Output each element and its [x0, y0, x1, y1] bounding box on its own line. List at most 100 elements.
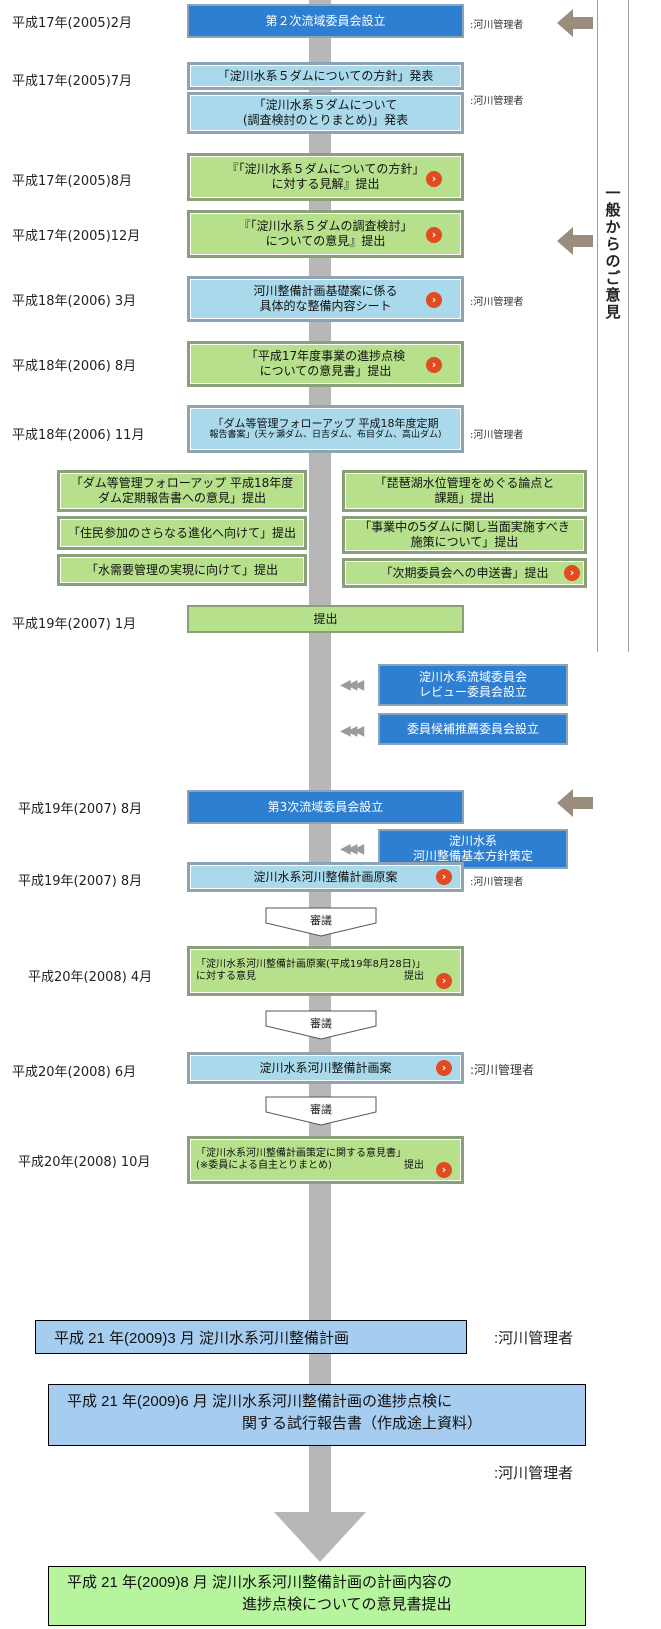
data-sheet-box[interactable]: 河川整備計画基礎案に係る 具体的な整備内容シート [187, 276, 464, 322]
submission-box[interactable]: 「琵琶湖水位管理をめぐる論点と 課題」提出 [342, 470, 587, 512]
plan-established-text: 平成 21 年(2009)3 月 淀川水系河川整備計画 [54, 1330, 350, 1347]
deliberation-arrow [265, 1010, 377, 1040]
opinion-box[interactable]: 『「淀川水系５ダムについての方針」 に対する見解』提出 [187, 153, 464, 201]
opinion-text: 「淀川水系河川整備計画策定に関する意見書」 [196, 1147, 406, 1159]
date-label: 平成17年(2005)12月 [12, 229, 141, 244]
left-arrow-icon [557, 9, 593, 37]
submission-box[interactable]: 「住民参加のさらなる進化へ向けて」提出 [57, 516, 307, 550]
date-label: 平成20年(2008) 10月 [18, 1155, 151, 1170]
manager-note: :河川管理者 [470, 297, 524, 308]
date-label: 平成19年(2007) 8月 [18, 874, 143, 889]
committee-event-text: 淀川水系流域委員会 [418, 670, 527, 684]
arrow-right-circle-icon[interactable]: › [436, 869, 452, 885]
deliberation-label: 審議 [310, 914, 332, 927]
public-opinion-label: 一般からのご意見 [605, 184, 621, 321]
arrow-right-circle-icon[interactable]: › [426, 171, 442, 187]
opinion-text: 『「淀川水系５ダムについての方針」 [226, 162, 425, 176]
date-label: 平成18年(2006) 3月 [12, 294, 137, 309]
submit-text: 提出 [313, 611, 338, 626]
left-arrow-icon [557, 789, 593, 817]
report-box[interactable]: 「ダム等管理フォローアップ 平成18年度定期 報告書案」(天ヶ瀬ダム、日吉ダム、… [187, 405, 464, 453]
event-text: 第２次流域委員会設立 [265, 13, 386, 28]
opinion-box[interactable]: 『「淀川水系５ダムの調査検討」 についての意見』提出 [187, 210, 464, 258]
date-label: 平成20年(2008) 6月 [12, 1065, 137, 1080]
arrow-right-circle-icon[interactable]: › [426, 227, 442, 243]
arrow-right-circle-icon[interactable]: › [436, 1060, 452, 1076]
data-sheet-text: 具体的な整備内容シート [259, 299, 392, 313]
arrow-right-circle-icon[interactable]: › [426, 292, 442, 308]
data-sheet-text: 河川整備計画基礎案に係る [253, 284, 398, 298]
manager-note: :河川管理者 [494, 1330, 574, 1347]
chevron-left-icon: ◀◀◀ [340, 677, 364, 693]
manager-note: :河川管理者 [470, 430, 524, 441]
opinion-text: 「平成17年度事業の進捗点検 [245, 349, 406, 363]
policy-event-text: 河川整備基本方針策定 [412, 849, 533, 863]
committee-event-box: 委員候補推薦委員会設立 [378, 713, 568, 745]
arrow-right-circle-icon[interactable]: › [436, 1162, 452, 1178]
opinion-box[interactable]: 「平成17年度事業の進捗点検 についての意見書」提出 [187, 341, 464, 387]
timeline-arrowhead [274, 1512, 366, 1562]
plan-established-box: 平成 21 年(2009)3 月 淀川水系河川整備計画 [35, 1320, 467, 1354]
announcement-text: 「淀川水系５ダムについて [253, 98, 398, 112]
draft-plan-text: 淀川水系河川整備計画原案 [253, 869, 398, 884]
submission-text: 「ダム等管理フォローアップ 平成18年度 [70, 476, 294, 490]
announcement-text: 「淀川水系５ダムについての方針」発表 [217, 68, 434, 83]
deliberation-arrow [265, 907, 377, 937]
opinion-box[interactable]: 「淀川水系河川整備計画策定に関する意見書」 (※委員による自主とりまとめ)提出 [187, 1136, 464, 1184]
event-box: 第２次流域委員会設立 [187, 4, 464, 38]
submission-text: 「事業中の5ダムに関し当面実施すべき [359, 520, 570, 534]
opinion-text: に対する見解』提出 [271, 177, 380, 191]
submission-text: ダム定期報告書への意見」提出 [97, 491, 266, 505]
submit-bar: 提出 [187, 605, 464, 633]
submission-text: 「水需要管理の実現に向けて」提出 [85, 562, 278, 577]
submission-box[interactable]: 「事業中の5ダムに関し当面実施すべき 施策について」提出 [342, 516, 587, 554]
submission-text: 施策について」提出 [410, 535, 519, 549]
submit-label: 提出 [404, 971, 424, 982]
date-label: 平成18年(2006) 8月 [12, 359, 137, 374]
opinion-box[interactable]: 「淀川水系河川整備計画原案(平成19年8月28日)」 に対する意見 提出 [187, 946, 464, 996]
arrow-right-circle-icon[interactable]: › [436, 973, 452, 989]
opinion-text: に対する意見 [196, 971, 256, 982]
arrow-right-circle-icon[interactable]: › [564, 565, 580, 581]
opinion-text: についての意見書」提出 [259, 364, 392, 378]
date-label: 平成19年(2007) 8月 [18, 802, 143, 817]
left-arrow-icon [557, 227, 593, 255]
chevron-left-icon: ◀◀◀ [340, 841, 364, 857]
event-box: 第3次流域委員会設立 [187, 790, 464, 824]
manager-note: :河川管理者 [470, 1063, 535, 1077]
report-text: 「ダム等管理フォローアップ 平成18年度定期 [212, 416, 439, 430]
submission-box[interactable]: 「水需要管理の実現に向けて」提出 [57, 554, 307, 586]
submission-text: 「次期委員会への申送書」提出 [380, 565, 549, 580]
manager-note: :河川管理者 [470, 20, 524, 31]
date-label: 平成19年(2007) 1月 [12, 617, 137, 632]
progress-opinion-box: 平成 21 年(2009)8 月 淀川水系河川整備計画の計画内容の 進捗点検につ… [48, 1566, 586, 1626]
trial-report-text: 平成 21 年(2009)6 月 淀川水系河川整備計画の進捗点検に [67, 1393, 453, 1410]
committee-event-text: レビュー委員会設立 [418, 685, 527, 699]
submission-box[interactable]: 「次期委員会への申送書」提出 [342, 558, 587, 588]
chevron-left-icon: ◀◀◀ [340, 723, 364, 739]
progress-opinion-text: 進捗点検についての意見書提出 [242, 1596, 452, 1613]
plan-box[interactable]: 淀川水系河川整備計画案 [187, 1052, 464, 1084]
date-label: 平成20年(2008) 4月 [28, 970, 153, 985]
deliberation-label: 審議 [310, 1017, 332, 1030]
manager-note: :河川管理者 [494, 1465, 574, 1482]
policy-event-text: 淀川水系 [448, 834, 497, 848]
arrow-right-circle-icon[interactable]: › [426, 357, 442, 373]
committee-event-text: 委員候補推薦委員会設立 [406, 721, 539, 736]
progress-opinion-text: 平成 21 年(2009)8 月 淀川水系河川整備計画の計画内容の [67, 1574, 453, 1591]
submission-text: 「住民参加のさらなる進化へ向けて」提出 [67, 525, 296, 540]
opinion-text-row: (※委員による自主とりまとめ)提出 [196, 1160, 446, 1173]
manager-note: :河川管理者 [470, 96, 524, 107]
opinion-text: 「淀川水系河川整備計画原案(平成19年8月28日)」 [196, 958, 426, 970]
public-opinion-sidebar [597, 0, 629, 652]
date-label: 平成17年(2005)8月 [12, 174, 133, 189]
submit-label: 提出 [404, 1160, 424, 1171]
draft-plan-box[interactable]: 淀川水系河川整備計画原案 [187, 862, 464, 892]
submission-text: 「琵琶湖水位管理をめぐる論点と [374, 476, 555, 490]
plan-text: 淀川水系河川整備計画案 [259, 1060, 392, 1075]
trial-report-text: 関する試行報告書（作成途上資料） [242, 1415, 483, 1432]
date-label: 平成17年(2005)2月 [12, 16, 133, 31]
announcement-box: 「淀川水系５ダムについて (調査検討のとりまとめ)」発表 [187, 92, 464, 134]
submission-box[interactable]: 「ダム等管理フォローアップ 平成18年度 ダム定期報告書への意見」提出 [57, 470, 307, 512]
trial-report-box: 平成 21 年(2009)6 月 淀川水系河川整備計画の進捗点検に 関する試行報… [48, 1384, 586, 1446]
